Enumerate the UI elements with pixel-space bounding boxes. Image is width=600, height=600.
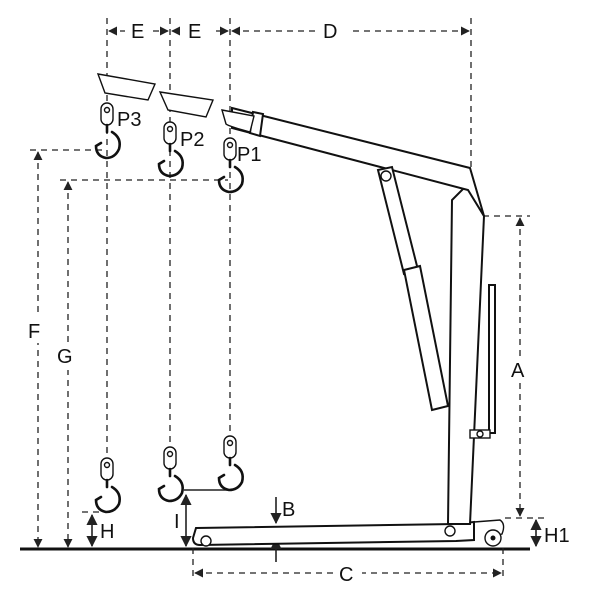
label-f: F — [28, 321, 40, 343]
label-c: C — [339, 564, 353, 586]
label-h: H — [100, 521, 114, 543]
rear-wheel-hub — [490, 535, 496, 541]
mast-bolt — [444, 525, 456, 537]
hook-p2-top — [157, 121, 184, 178]
label-d: D — [323, 21, 337, 43]
boom-extension-p3 — [96, 73, 156, 101]
hook-p1-top — [217, 137, 244, 194]
boom-extension-p2 — [158, 91, 214, 118]
hook-p3-bottom — [94, 457, 121, 514]
crane-mast — [446, 184, 486, 525]
label-e-left: E — [131, 21, 144, 43]
front-wheel — [200, 535, 212, 547]
label-p3: P3 — [117, 109, 141, 131]
crane-base — [191, 519, 505, 547]
boom-extension-p1 — [221, 109, 255, 133]
hydraulic-ram — [376, 165, 450, 412]
hook-p3-top — [94, 102, 121, 160]
label-h1: H1 — [544, 525, 570, 547]
label-i: I — [174, 511, 180, 533]
label-e-right: E — [188, 21, 201, 43]
hook-p1-bottom — [217, 435, 244, 492]
pump-handle — [469, 284, 496, 439]
label-b: B — [282, 499, 295, 521]
label-p2: P2 — [180, 129, 204, 151]
hook-p2-bottom — [157, 446, 184, 503]
label-a: A — [511, 360, 525, 382]
crane-boom — [231, 106, 485, 217]
label-p1: P1 — [237, 144, 261, 166]
label-g: G — [57, 346, 73, 368]
